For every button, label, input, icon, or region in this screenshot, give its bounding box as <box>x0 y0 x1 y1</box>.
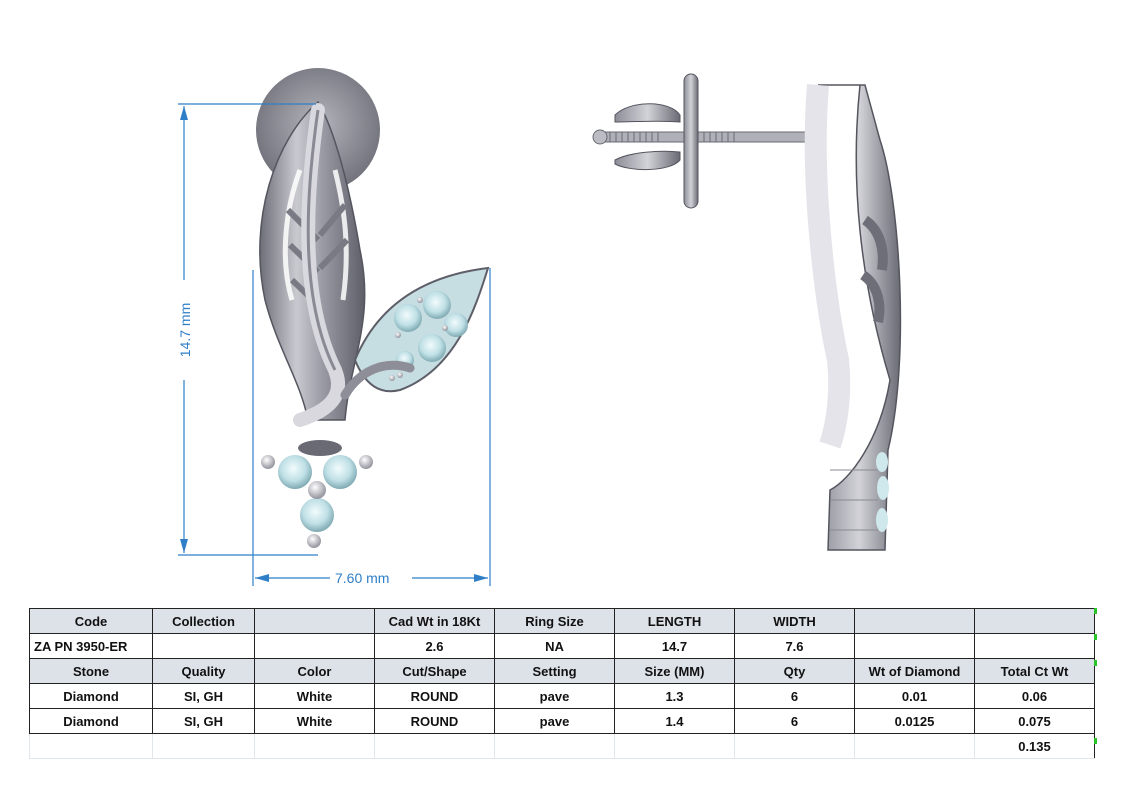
cell-stone: Diamond <box>29 708 153 734</box>
width-dimension-label: 7.60 mm <box>332 570 393 586</box>
height-dimension-label: 14.7 mm <box>177 299 194 361</box>
cell-qty: 6 <box>734 683 855 709</box>
cell-marker <box>1094 738 1097 744</box>
cell-grand-total-ct-wt: 0.135 <box>974 733 1095 759</box>
cell-color: White <box>254 683 375 709</box>
cell-wt-of-diamond: 0.0125 <box>854 708 975 734</box>
cell-color: White <box>254 708 375 734</box>
cell-blank <box>734 733 855 759</box>
cell-blank <box>614 733 735 759</box>
table-header-row: Stone Quality Color Cut/Shape Setting Si… <box>29 658 1095 684</box>
trio-diamond <box>278 455 312 489</box>
cell-qty: 6 <box>734 708 855 734</box>
cell-blank <box>854 633 975 659</box>
header-setting: Setting <box>494 658 615 684</box>
header-quality: Quality <box>152 658 255 684</box>
table-total-row: 0.135 <box>29 733 1095 759</box>
cell-marker <box>1094 634 1097 640</box>
backing-disc-edge <box>683 73 699 209</box>
trio-diamond <box>323 455 357 489</box>
header-wt-of-diamond: Wt of Diamond <box>854 658 975 684</box>
cell-blank <box>494 733 615 759</box>
cell-cut-shape: ROUND <box>374 708 495 734</box>
cell-stone: Diamond <box>29 683 153 709</box>
cell-total-ct-wt: 0.075 <box>974 708 1095 734</box>
screw-post <box>597 131 814 143</box>
header-length: LENGTH <box>614 608 735 634</box>
header-blank <box>854 608 975 634</box>
header-total-ct-wt: Total Ct Wt <box>974 658 1095 684</box>
cell-quality: SI, GH <box>152 683 255 709</box>
header-cad-weight: Cad Wt in 18Kt <box>374 608 495 634</box>
table-row: ZA PN 3950-ER 2.6 NA 14.7 7.6 <box>29 633 1095 659</box>
cell-marker <box>1094 660 1097 666</box>
table-header-row: Code Collection Cad Wt in 18Kt Ring Size… <box>29 608 1095 634</box>
cell-setting: pave <box>494 708 615 734</box>
header-blank <box>974 608 1095 634</box>
spec-table: Code Collection Cad Wt in 18Kt Ring Size… <box>29 608 1095 759</box>
cell-cut-shape: ROUND <box>374 683 495 709</box>
cell-ring-size: NA <box>494 633 615 659</box>
header-ring-size: Ring Size <box>494 608 615 634</box>
cell-size-mm: 1.3 <box>614 683 735 709</box>
cell-marker <box>1094 608 1097 614</box>
cell-blank <box>254 733 375 759</box>
cell-setting: pave <box>494 683 615 709</box>
table-row: Diamond SI, GH White ROUND pave 1.3 6 0.… <box>29 683 1095 709</box>
table-row: Diamond SI, GH White ROUND pave 1.4 6 0.… <box>29 708 1095 734</box>
cell-code: ZA PN 3950-ER <box>29 633 153 659</box>
cell-blank <box>974 633 1095 659</box>
cell-width: 7.6 <box>734 633 855 659</box>
cell-size-mm: 1.4 <box>614 708 735 734</box>
cell-cad-weight: 2.6 <box>374 633 495 659</box>
cell-wt-of-diamond: 0.01 <box>854 683 975 709</box>
header-code: Code <box>29 608 153 634</box>
header-cut-shape: Cut/Shape <box>374 658 495 684</box>
cell-total-ct-wt: 0.06 <box>974 683 1095 709</box>
width-dimension-line <box>252 268 491 586</box>
earring-front-view <box>178 68 491 586</box>
header-blank <box>254 608 375 634</box>
cell-length: 14.7 <box>614 633 735 659</box>
header-width: WIDTH <box>734 608 855 634</box>
header-stone: Stone <box>29 658 153 684</box>
cell-blank <box>854 733 975 759</box>
header-color: Color <box>254 658 375 684</box>
cell-blank <box>29 733 153 759</box>
cell-quality: SI, GH <box>152 708 255 734</box>
header-collection: Collection <box>152 608 255 634</box>
earring-side-view <box>592 73 902 551</box>
cell-collection <box>152 633 255 659</box>
cell-blank <box>152 733 255 759</box>
trio-diamond <box>300 498 334 532</box>
header-size-mm: Size (MM) <box>614 658 735 684</box>
cell-blank <box>374 733 495 759</box>
cell-blank <box>254 633 375 659</box>
height-dimension-line <box>178 103 318 556</box>
header-qty: Qty <box>734 658 855 684</box>
